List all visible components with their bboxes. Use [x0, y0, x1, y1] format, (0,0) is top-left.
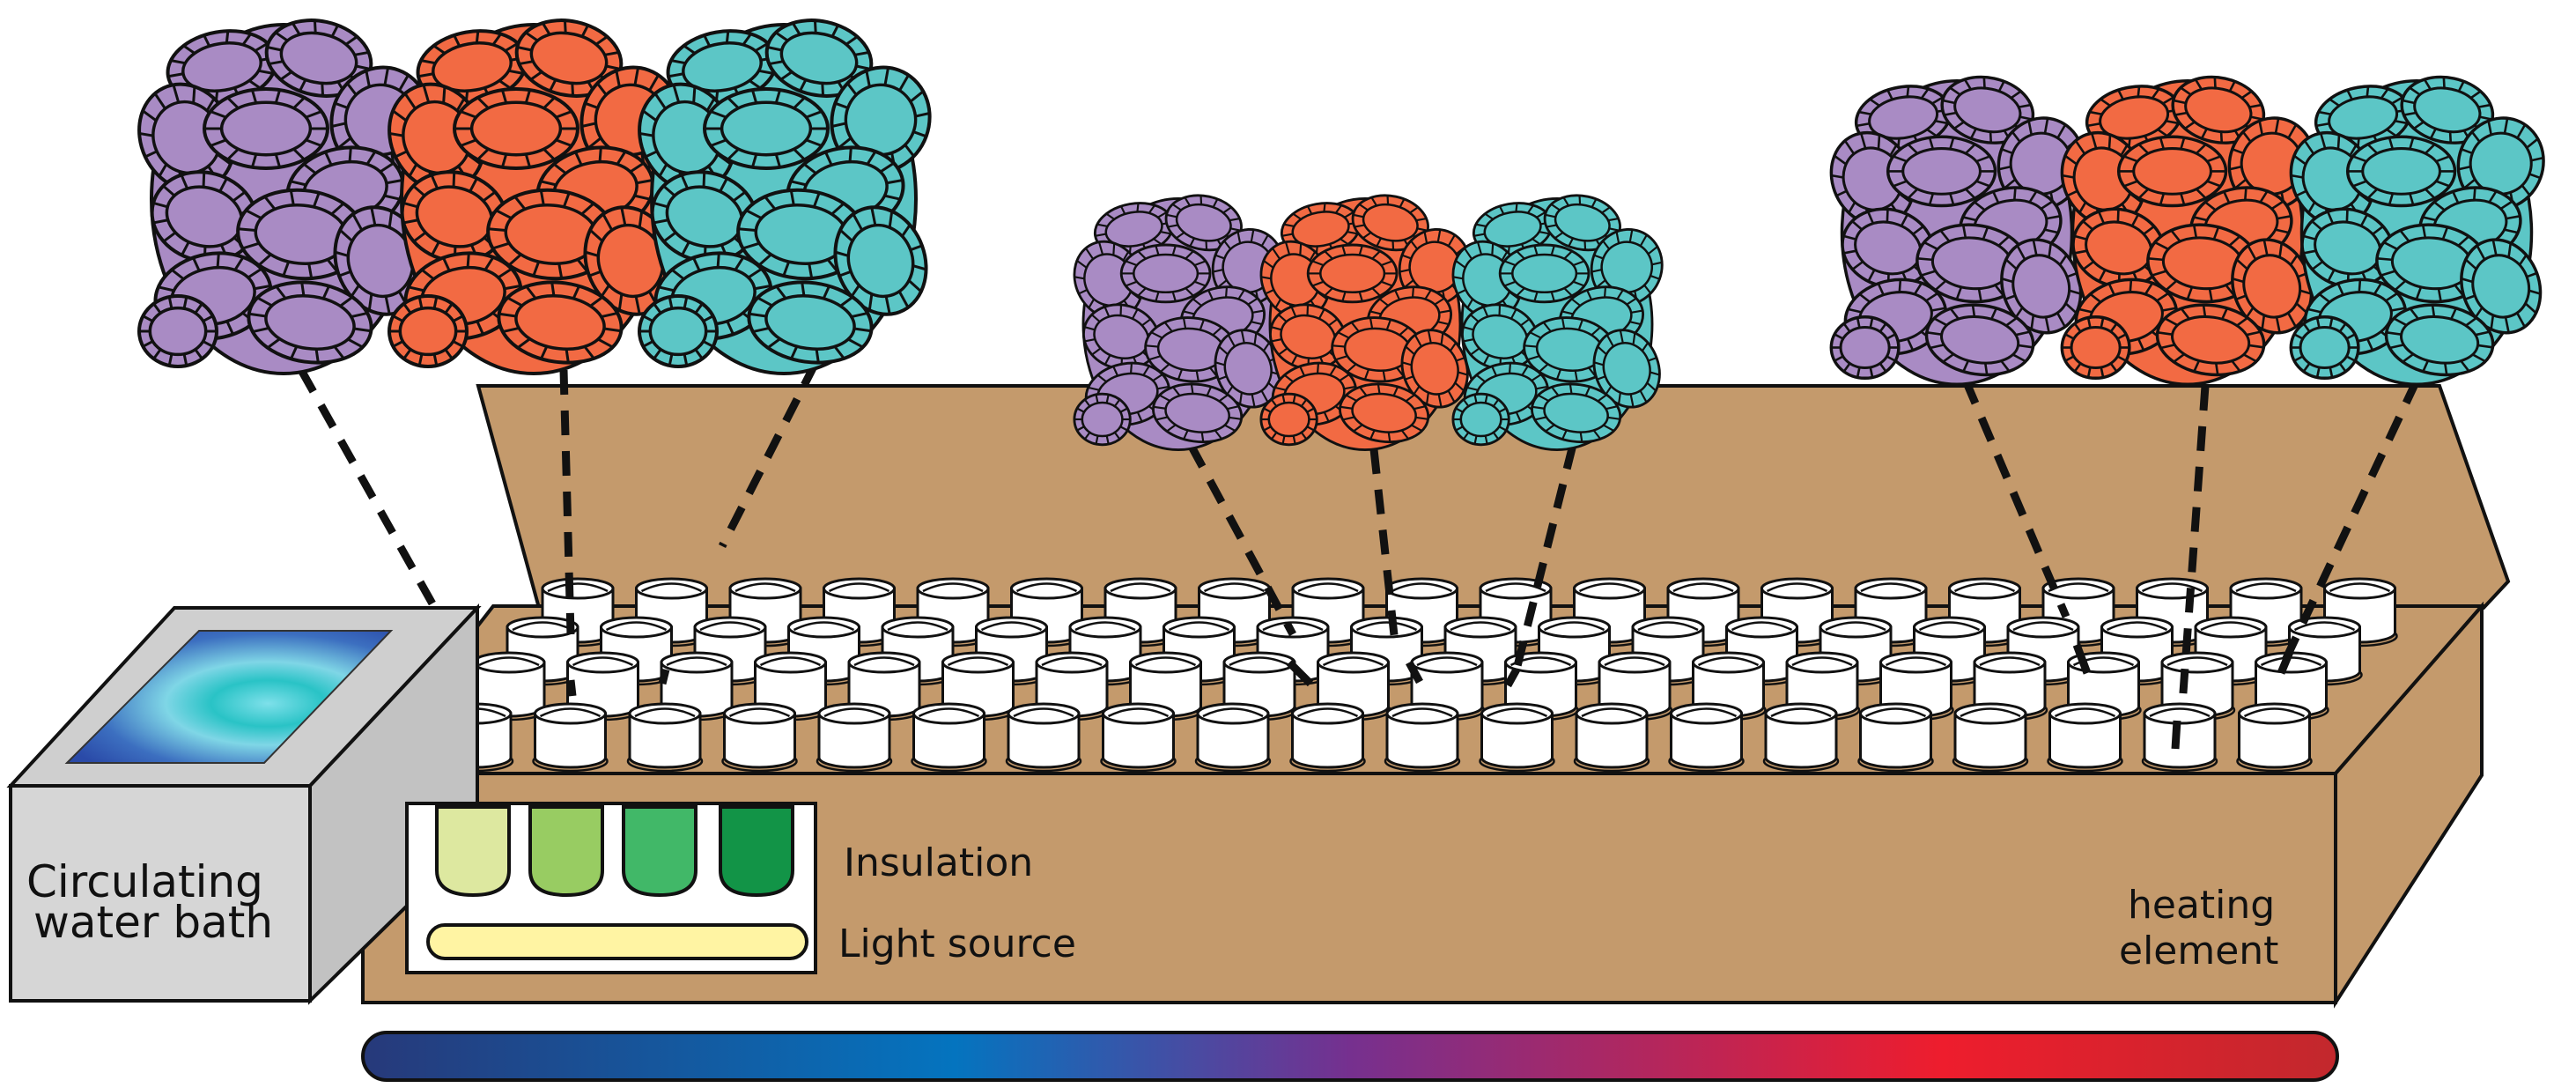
- leader-stub: [566, 679, 577, 697]
- leader-stub: [1504, 667, 1520, 688]
- water-bath: Circulating water bath: [6, 603, 482, 1005]
- test-tube-1: [435, 805, 511, 898]
- coral-orange: [2060, 75, 2316, 386]
- vial: [721, 702, 798, 773]
- leader-line: [718, 360, 820, 549]
- insulation-label: Insulation: [844, 840, 1033, 885]
- bath-front: [9, 784, 312, 1003]
- vial: [1668, 702, 1745, 773]
- test-tube-4: [719, 805, 794, 898]
- coral-orange: [1259, 194, 1472, 451]
- vial: [1952, 702, 2029, 773]
- vial: [1573, 702, 1650, 773]
- coral-purple: [1829, 75, 2085, 386]
- vial: [2236, 702, 2313, 773]
- leader-stub: [658, 668, 670, 685]
- block-back-panel: [476, 384, 2511, 610]
- coral-teal: [638, 19, 932, 375]
- vial: [1289, 702, 1366, 773]
- vial-rows: [437, 577, 2398, 773]
- coral-teal: [2289, 75, 2545, 386]
- vial: [2321, 577, 2398, 648]
- leader-line: [2178, 385, 2210, 706]
- vial: [940, 651, 1016, 722]
- vial: [816, 702, 893, 773]
- light-source-label: Light source: [838, 921, 1076, 966]
- vial: [1194, 702, 1272, 773]
- leader-line: [559, 369, 575, 635]
- water-bath-label-line2: water bath: [33, 897, 273, 948]
- leader-stub: [2171, 720, 2181, 750]
- leader-lines: [298, 360, 2421, 750]
- vial: [1857, 702, 1934, 773]
- coral-purple: [137, 19, 432, 375]
- legend-inset: [405, 802, 817, 974]
- leader-stub: [2072, 643, 2092, 675]
- leader-line: [2277, 379, 2421, 671]
- vial: [1100, 702, 1177, 773]
- leader-line: [1187, 442, 1296, 637]
- temperature-gradient-bar: [361, 1031, 2339, 1082]
- heating-element-label-line1: heating: [2128, 883, 2275, 928]
- coral-clusters: [137, 19, 2545, 451]
- leader-stub: [1406, 660, 1423, 685]
- coral-orange: [388, 19, 682, 375]
- water-bath-label-line1: Circulating: [26, 856, 263, 907]
- leader-line: [1961, 379, 2070, 618]
- leader-stub: [1286, 659, 1314, 687]
- leader-line: [298, 367, 449, 630]
- vial: [2004, 616, 2082, 686]
- bath-water: [64, 630, 394, 764]
- coral-teal: [1451, 194, 1664, 451]
- vial: [2047, 702, 2123, 773]
- light-source-bar: [426, 923, 808, 960]
- test-tube-2: [528, 805, 604, 898]
- leader-stub: [2277, 650, 2294, 675]
- vial: [911, 702, 987, 773]
- vial: [1384, 702, 1461, 773]
- vial: [626, 702, 704, 773]
- test-tube-3: [622, 805, 698, 898]
- leader-line: [1369, 448, 1399, 644]
- vial: [1762, 702, 1840, 773]
- heating-element-label-line2: element: [2119, 929, 2278, 973]
- vial: [532, 702, 609, 773]
- vial: [1479, 702, 1555, 773]
- coral-purple: [1073, 194, 1285, 451]
- vial: [1005, 702, 1082, 773]
